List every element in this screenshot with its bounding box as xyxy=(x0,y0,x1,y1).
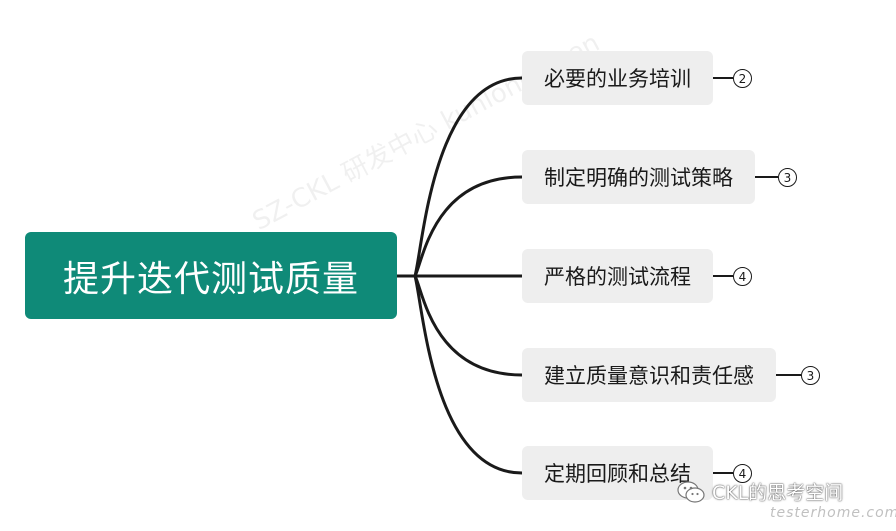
site-watermark: testerhome.com xyxy=(770,505,896,521)
branch-topic[interactable]: 建立质量意识和责任感 xyxy=(522,348,776,402)
branch-topic[interactable]: 制定明确的测试策略 xyxy=(522,150,755,204)
branch-topic-label: 必要的业务培训 xyxy=(544,67,691,91)
root-topic-label: 提升迭代测试质量 xyxy=(62,258,359,300)
account-name: CKL的思考空间 xyxy=(712,482,844,504)
connector-lines xyxy=(397,76,801,475)
root-topic[interactable]: 提升迭代测试质量 xyxy=(25,232,397,319)
branch-connector xyxy=(397,175,523,278)
branch-connector xyxy=(397,274,523,377)
branch-topic-label: 定期回顾和总结 xyxy=(544,462,691,486)
wechat-icon xyxy=(677,480,705,503)
collapse-count-badge[interactable]: 2 xyxy=(733,69,752,88)
branch-connector xyxy=(397,76,523,278)
branch-topic-label: 严格的测试流程 xyxy=(544,265,691,289)
collapse-count-badge[interactable]: 3 xyxy=(778,168,797,187)
branch-topic-label: 建立质量意识和责任感 xyxy=(544,364,754,388)
collapse-count-badge[interactable]: 4 xyxy=(733,464,752,483)
branch-topic[interactable]: 必要的业务培训 xyxy=(522,51,713,105)
branch-topic-label: 制定明确的测试策略 xyxy=(544,166,733,190)
collapse-count-badge[interactable]: 4 xyxy=(733,267,752,286)
branch-connector xyxy=(397,274,523,475)
collapse-count-badge[interactable]: 3 xyxy=(801,366,820,385)
branch-topic[interactable]: 严格的测试流程 xyxy=(522,249,713,303)
account-credit: CKL的思考空间 xyxy=(676,478,843,505)
